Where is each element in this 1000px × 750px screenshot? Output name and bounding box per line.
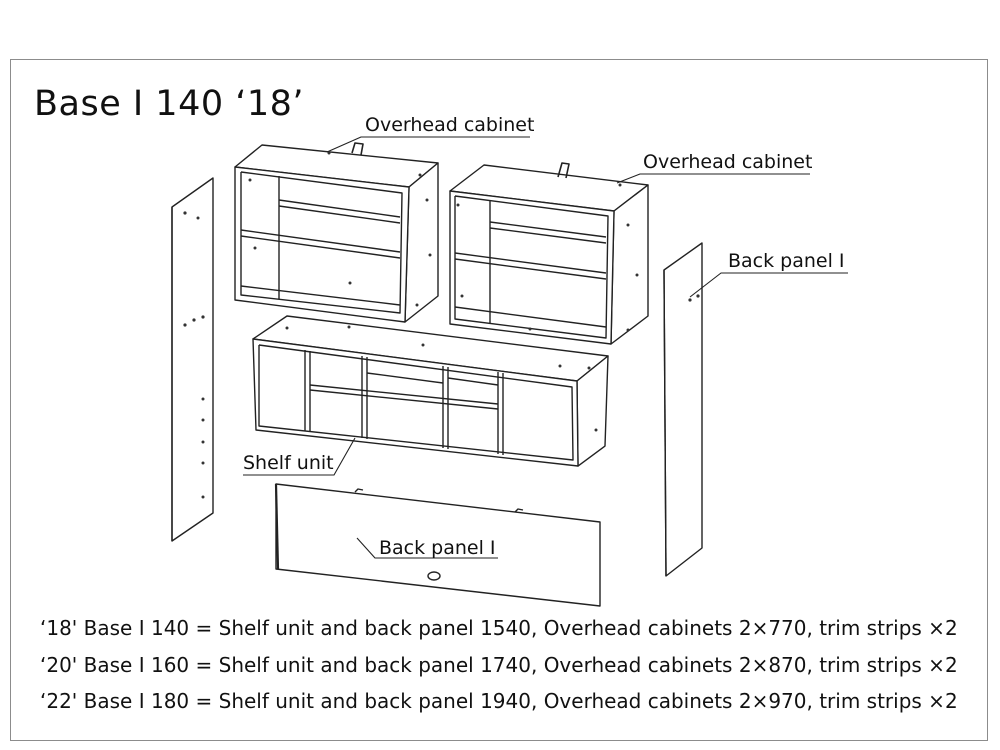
overhead-cabinet-left	[234, 142, 439, 323]
spec-line-22: ‘22' Base I 180 = Shelf unit and back pa…	[40, 689, 958, 713]
label-overhead-cabinet-right: Overhead cabinet	[643, 151, 813, 173]
page-title: Base I 140 ‘18’	[34, 84, 305, 124]
label-back-panel-front: Back panel I	[379, 537, 496, 559]
spec-line-18: ‘18' Base I 140 = Shelf unit and back pa…	[40, 616, 958, 640]
left-side-panel	[171, 177, 214, 542]
label-back-panel-side: Back panel I	[728, 250, 845, 272]
back-panel-front	[274, 483, 601, 607]
spec-line-20: ‘20' Base I 160 = Shelf unit and back pa…	[40, 653, 958, 677]
diagram-frame	[10, 59, 988, 741]
label-shelf-unit: Shelf unit	[243, 452, 334, 474]
right-side-panel	[663, 242, 703, 577]
label-overhead-cabinet-left: Overhead cabinet	[365, 114, 535, 136]
overhead-cabinet-right	[449, 162, 649, 345]
shelf-unit	[252, 315, 609, 467]
leader-lines	[243, 136, 848, 559]
